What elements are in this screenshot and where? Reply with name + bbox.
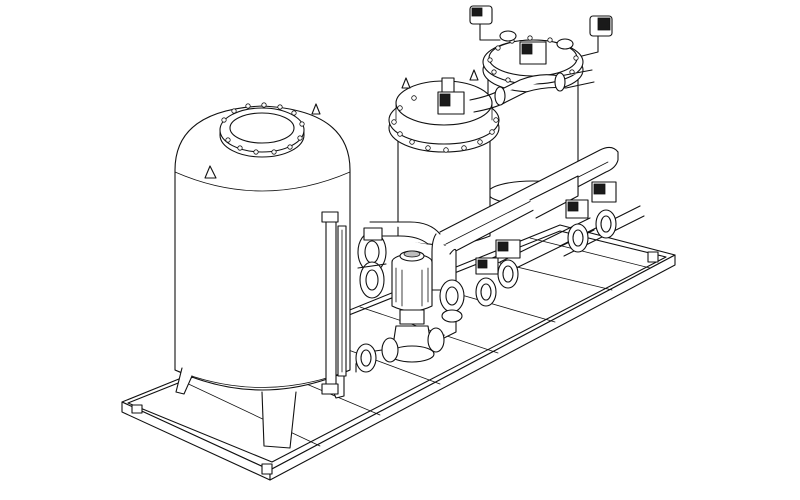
- lifting-lug: [204, 165, 217, 179]
- top-manifold-pipe: [469, 69, 595, 113]
- lifting-lug: [401, 77, 411, 89]
- actuated-valve[interactable]: [475, 257, 499, 307]
- sight-glass: [321, 211, 347, 395]
- pressure-vessel: [174, 102, 351, 449]
- actuator-icon: [593, 183, 606, 195]
- actuated-valve[interactable]: [357, 227, 387, 299]
- skid-foot: [261, 463, 273, 475]
- valve-bank: [475, 181, 617, 307]
- actuator-icon: [471, 7, 483, 17]
- actuated-valve[interactable]: [565, 199, 589, 253]
- pump-piping: [355, 279, 465, 373]
- actuator-icon: [597, 17, 611, 31]
- actuator-icon: [477, 259, 488, 269]
- vertical-pump[interactable]: [381, 250, 445, 363]
- actuator-icon: [497, 241, 509, 252]
- filter-housing-left: [388, 69, 500, 246]
- actuator-icon: [521, 43, 533, 55]
- flange-bolts: [391, 95, 499, 153]
- actuated-valve[interactable]: [495, 239, 521, 289]
- manway-bolts: [221, 102, 305, 155]
- skid-foot: [131, 404, 143, 414]
- lifting-lug: [469, 69, 479, 81]
- actuated-valve[interactable]: [591, 181, 617, 239]
- lifting-lug: [311, 103, 321, 115]
- skid-foot: [647, 251, 659, 263]
- actuator-icon: [439, 93, 451, 107]
- actuator-icon: [567, 201, 579, 212]
